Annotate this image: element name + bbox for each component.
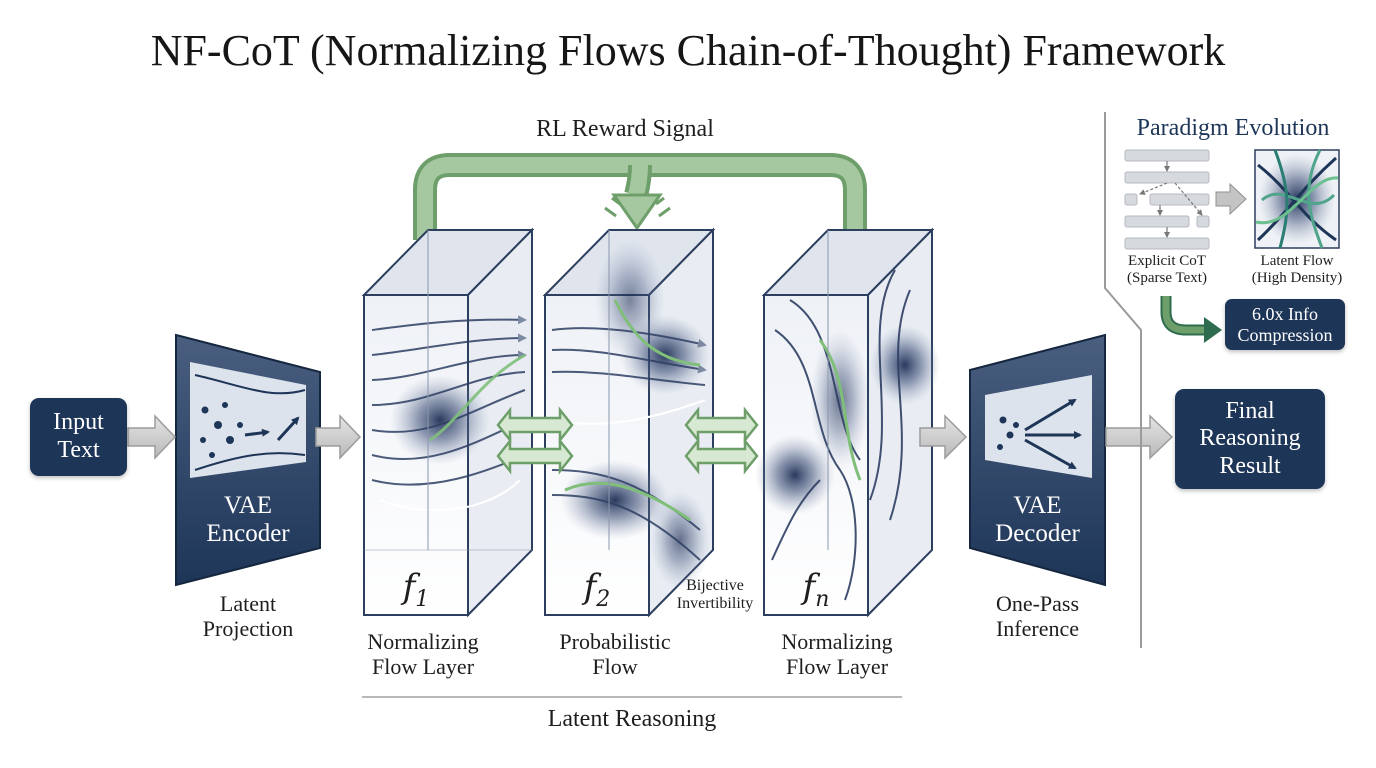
decoder-caption-line2: Inference (995, 615, 1080, 641)
flow-caption-n-line2: Flow Layer (785, 653, 889, 679)
input-text-line1: Input (53, 409, 104, 436)
flow-symbol-n-f: f (802, 567, 816, 607)
latent-flow-thumbnail (1254, 149, 1340, 249)
flow-symbol-2: f2 (545, 568, 649, 612)
explicit-cot-line2: (Sparse Text) (1127, 269, 1207, 286)
encoder-caption-line1: Latent (219, 591, 277, 616)
flow-caption-1-line1: Normalizing (367, 629, 479, 654)
flow-symbol-n: fn (764, 568, 868, 612)
flow-layer-n-block (755, 227, 940, 618)
bijective-line2: Invertibility (676, 594, 754, 612)
bijective-line1: Bijective (686, 577, 744, 594)
decoder-label: VAE Decoder (970, 492, 1105, 548)
latent-flow-caption: Latent Flow (High Density) (1240, 253, 1354, 287)
latent-reasoning-label: Latent Reasoning (547, 706, 717, 732)
explicit-cot-diagram (1124, 149, 1210, 250)
flow-caption-2-line2: Flow (592, 653, 638, 679)
flow-caption-1: Normalizing Flow Layer (338, 629, 508, 679)
explicit-cot-caption: Explicit CoT (Sparse Text) (1110, 253, 1224, 287)
flow-symbol-1-sub: 1 (415, 586, 430, 612)
flow-symbol-1: f1 (364, 568, 468, 612)
flow-symbol-n-sub: n (815, 586, 830, 612)
encoder-label: VAE Encoder (176, 492, 320, 548)
paradigm-divider (1104, 112, 1142, 648)
final-result-line1: Final (1225, 397, 1275, 424)
flow-caption-2: Probabilistic Flow (530, 629, 700, 679)
encoder-caption: Latent Projection (168, 591, 328, 641)
final-result-line2: Reasoning (1199, 425, 1301, 452)
flow-caption-n: Normalizing Flow Layer (752, 629, 922, 679)
flow-caption-n-line1: Normalizing (781, 629, 893, 654)
page-title: NF-CoT (Normalizing Flows Chain-of-Thoug… (150, 26, 1226, 75)
encoder-label-line1: VAE (223, 492, 273, 519)
gray-flow-arrows (127, 414, 1174, 460)
compression-arrow (1160, 296, 1222, 343)
final-result-line3: Result (1219, 452, 1281, 479)
paradigm-title: Paradigm Evolution (1136, 115, 1330, 141)
paradigm-arrow (1215, 182, 1247, 216)
decoder-label-line2: Decoder (995, 520, 1080, 547)
compression-line1: 6.0x Info (1251, 303, 1318, 324)
decoder-label-line1: VAE (1013, 492, 1062, 519)
encoder-label-line2: Encoder (206, 520, 290, 547)
input-text-line2: Text (57, 437, 100, 463)
compression-line2: Compression (1237, 324, 1333, 345)
encoder-caption-line2: Projection (202, 615, 294, 641)
flow-layer-2-block (542, 227, 716, 618)
rl-reward-label: RL Reward Signal (536, 116, 714, 142)
bijective-label: Bijective Invertibility (662, 577, 768, 613)
flow-symbol-1-f: f (402, 567, 416, 607)
flow-caption-2-line1: Probabilistic (559, 629, 671, 654)
rl-reward-loop (413, 153, 867, 241)
vae-decoder-block (969, 333, 1106, 587)
decoder-caption-line1: One-Pass (995, 591, 1080, 616)
vae-encoder-block (175, 333, 321, 587)
latent-flow-line1: Latent Flow (1260, 253, 1334, 269)
flow-symbol-2-sub: 2 (596, 586, 611, 612)
flow-caption-1-line2: Flow Layer (371, 653, 475, 679)
explicit-cot-line1: Explicit CoT (1128, 253, 1206, 269)
flow-symbol-2-f: f (583, 567, 597, 607)
bijective-double-arrows (496, 406, 759, 475)
latent-flow-line2: (High Density) (1251, 269, 1343, 286)
decoder-caption: One-Pass Inference (955, 591, 1120, 641)
